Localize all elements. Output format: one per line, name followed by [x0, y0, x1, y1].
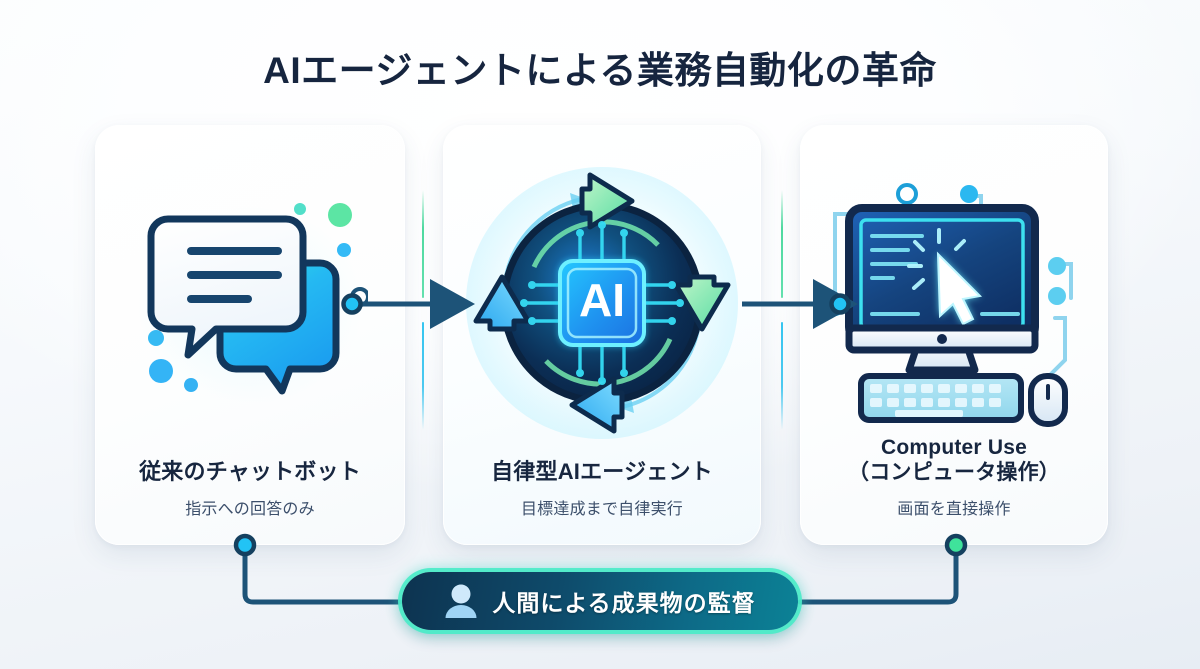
card-ai-agent[interactable]: AI 自律型AIエージェント 目標達成まで自律実行	[443, 125, 761, 545]
card-chatbot-title: 従来のチャットボット	[139, 459, 361, 485]
card-computer-use-title: Computer Use	[881, 435, 1027, 459]
card-computer-use-title-line2: （コンピュータ操作）	[848, 461, 1060, 485]
card-computer-use-subtitle: 画面を直接操作	[897, 501, 1011, 518]
card-chatbot[interactable]: 従来のチャットボット 指示への回答のみ	[95, 125, 405, 545]
divider-left-green	[422, 190, 424, 298]
person-icon	[445, 584, 477, 618]
wire-computer-to-footer	[797, 533, 968, 605]
divider-right-green	[781, 190, 783, 298]
card-computer-use-labels: Computer Use （コンピュータ操作） 画面を直接操作	[800, 435, 1108, 519]
card-ai-agent-labels: 自律型AIエージェント 目標達成まで自律実行	[443, 459, 761, 519]
card-ai-agent-subtitle: 目標達成まで自律実行	[520, 501, 683, 518]
ai-chip-cycle-icon: AI	[443, 153, 761, 453]
desktop-computer-icon	[800, 153, 1108, 453]
ai-chip-label: AI	[579, 274, 625, 326]
card-computer-use[interactable]: Computer Use （コンピュータ操作） 画面を直接操作	[800, 125, 1108, 545]
card-chatbot-subtitle: 指示への回答のみ	[185, 501, 315, 518]
page-title: AIエージェントによる業務自動化の革命	[263, 50, 937, 91]
divider-right-cyan	[781, 322, 783, 430]
card-chatbot-labels: 従来のチャットボット 指示への回答のみ	[95, 459, 405, 519]
chat-bubbles-icon	[95, 153, 405, 453]
arrow-agent-to-computer	[742, 279, 858, 329]
footer-supervision-pill[interactable]: 人間による成果物の監督	[402, 572, 798, 630]
card-ai-agent-title: 自律型AIエージェント	[491, 459, 713, 485]
arrow-chatbot-to-agent	[341, 279, 475, 329]
wire-chatbot-to-footer	[233, 533, 403, 605]
divider-left-cyan	[422, 322, 424, 430]
footer-supervision-label: 人間による成果物の監督	[492, 590, 756, 616]
